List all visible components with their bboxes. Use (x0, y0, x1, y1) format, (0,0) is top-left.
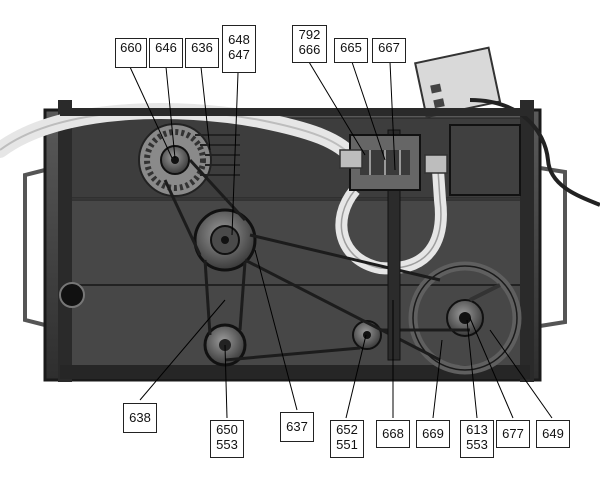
callout-650-553-line-2: 553 (216, 437, 238, 452)
left-post (58, 100, 72, 382)
callout-665-line-1: 665 (340, 40, 362, 55)
callout-652-551-line-2: 551 (336, 437, 358, 452)
callout-638: 638 (123, 403, 157, 433)
callout-650-553-line-1: 650 (216, 422, 238, 437)
callout-646-line-1: 646 (155, 40, 177, 55)
callout-667: 667 (372, 38, 406, 63)
top-bracket (60, 108, 530, 116)
power-cable (469, 98, 600, 207)
callout-646: 646 (149, 38, 183, 68)
right-post (520, 100, 534, 382)
pipe-fitting-left (339, 149, 363, 169)
callout-648-647-line-2: 647 (228, 47, 250, 62)
callout-638-line-1: 638 (129, 410, 151, 425)
callout-637-line-1: 637 (286, 419, 308, 434)
callout-677: 677 (496, 420, 530, 448)
callout-636: 636 (185, 38, 219, 68)
leader-lines (129, 61, 553, 419)
callout-792-666-line-1: 792 (298, 27, 321, 42)
right-motor (449, 124, 521, 196)
callout-668: 668 (376, 420, 410, 448)
callout-668-line-1: 668 (382, 426, 404, 441)
callout-648-647-line-1: 648 (228, 32, 250, 47)
callout-660-line-1: 660 (120, 40, 142, 55)
callout-613-553-line-2: 553 (466, 437, 488, 452)
callout-652-551-line-1: 652 (336, 422, 358, 437)
callout-660: 660 (115, 38, 147, 68)
callout-613-553-line-1: 613 (466, 422, 488, 437)
pump-assembly (349, 134, 421, 191)
callout-667-line-1: 667 (378, 40, 400, 55)
left-handle (23, 168, 46, 327)
loop-hose-edge (340, 169, 442, 270)
bottom-bar (60, 365, 530, 379)
callout-677-line-1: 677 (502, 426, 524, 441)
callout-637: 637 (280, 412, 314, 442)
drive-belts (163, 158, 470, 362)
right-handle (539, 166, 567, 328)
fan-pulley (138, 123, 212, 197)
drain-hole (59, 282, 85, 308)
callout-665: 665 (334, 38, 368, 63)
pipe-fitting-right (424, 154, 448, 174)
callout-669-line-1: 669 (422, 426, 444, 441)
callout-649: 649 (536, 420, 570, 448)
callout-669: 669 (416, 420, 450, 448)
electrical-box (414, 46, 502, 119)
idler-pulley (352, 320, 382, 350)
callout-649-line-1: 649 (542, 426, 564, 441)
callout-636-line-1: 636 (191, 40, 213, 55)
callout-792-666-line-2: 666 (298, 42, 321, 57)
